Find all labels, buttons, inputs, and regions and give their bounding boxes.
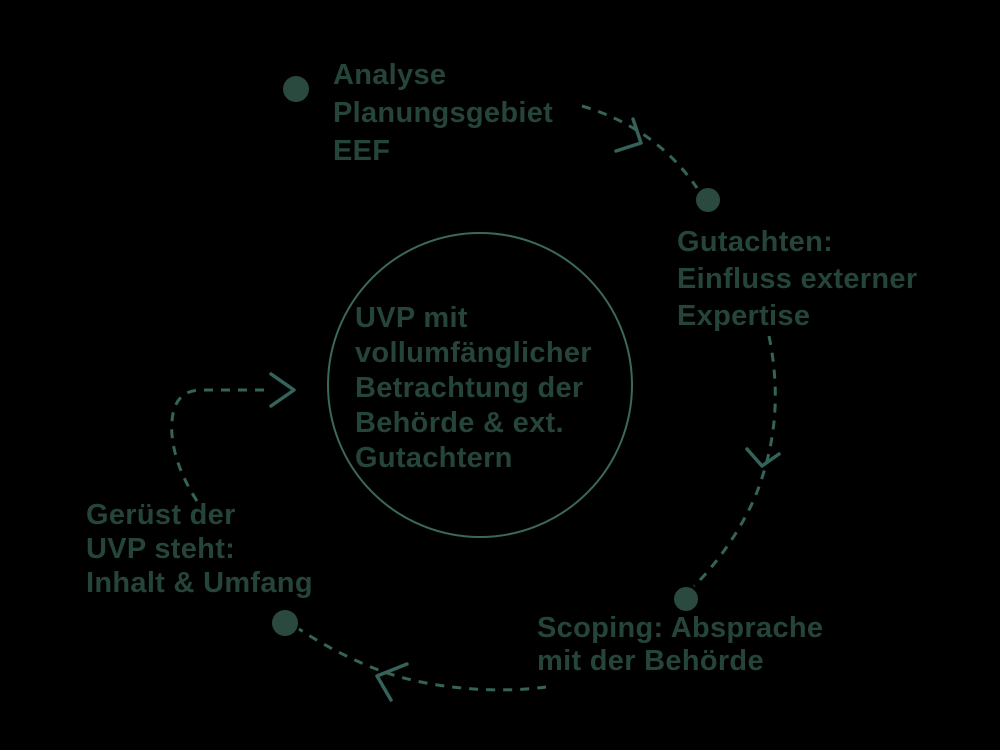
- label-line: UVP steht:: [86, 533, 236, 565]
- arrowhead-into-center: [269, 372, 296, 408]
- label-line: Expertise: [677, 300, 811, 332]
- center-line: Gutachtern: [355, 442, 513, 474]
- label-line: Gerüst der: [86, 499, 236, 531]
- dot-scoping: [674, 587, 698, 611]
- center-circle-text: UVP mit vollumfänglicher Betrachtung der…: [355, 301, 592, 476]
- arc-analyse-to-gutachten: [581, 104, 699, 189]
- arc-geruest-to-center: [170, 388, 268, 502]
- dot-geruest: [272, 610, 298, 636]
- label-line: Planungsgebiet: [333, 97, 554, 129]
- dot-analyse: [283, 76, 309, 102]
- arrowhead-to-gutachten: [614, 117, 643, 153]
- arc-gutachten-to-scoping: [692, 335, 777, 588]
- label-analyse: Analyse Planungsgebiet EEF: [333, 56, 553, 170]
- label-scoping: Scoping: Absprache mit der Behörde: [537, 612, 823, 678]
- center-line: Betrachtung der: [355, 372, 584, 404]
- label-geruest: Gerüst der UVP steht: Inhalt & Umfang: [86, 498, 313, 600]
- label-line: mit der Behörde: [537, 645, 764, 677]
- dot-gutachten: [696, 188, 720, 212]
- label-line: Gutachten:: [677, 226, 834, 258]
- arrowhead-to-geruest: [375, 662, 409, 702]
- center-circle-outline: [327, 232, 633, 538]
- arc-scoping-to-geruest: [298, 627, 547, 692]
- center-line: vollumfänglicher: [355, 337, 592, 369]
- label-line: Analyse: [333, 59, 447, 91]
- label-line: Inhalt & Umfang: [86, 567, 313, 599]
- center-line: Behörde & ext.: [355, 407, 564, 439]
- center-line: UVP mit: [355, 302, 468, 334]
- label-line: EEF: [333, 135, 391, 167]
- label-gutachten: Gutachten: Einfluss externer Expertise: [677, 224, 917, 335]
- label-line: Scoping: Absprache: [537, 612, 824, 644]
- label-line: Einfluss externer: [677, 263, 918, 295]
- arrowhead-to-scoping: [745, 447, 781, 468]
